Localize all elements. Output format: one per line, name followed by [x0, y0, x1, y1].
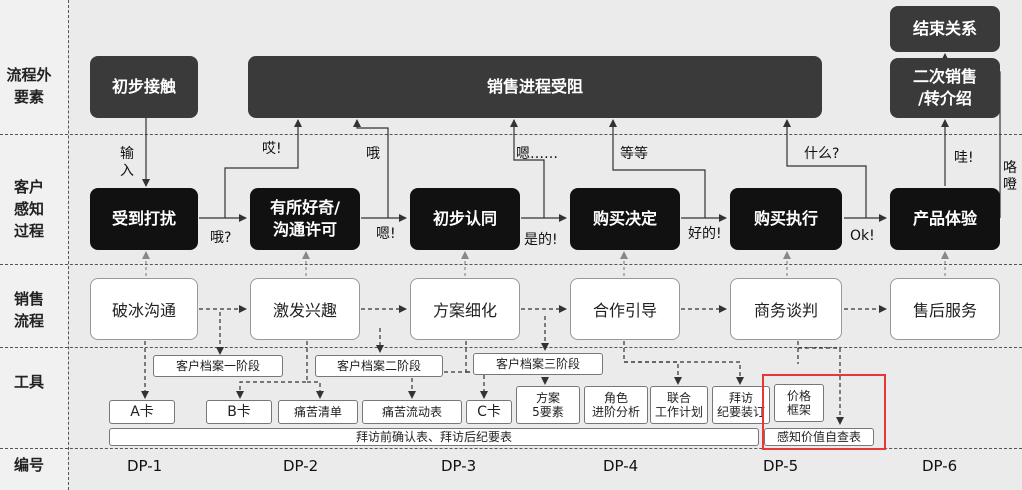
sales-aftersales-box: 售后服务	[890, 278, 1000, 340]
response-ai: 哎!	[262, 141, 282, 157]
response-hao-de: 好的!	[688, 226, 722, 242]
lane-divider-2	[0, 264, 1022, 265]
tool-card-c: C卡	[466, 400, 512, 424]
code-dp-2: DP-2	[283, 457, 319, 475]
response-en-dots: 嗯……	[516, 146, 558, 162]
sales-icebreak-box: 破冰沟通	[90, 278, 198, 340]
tool-role-analysis: 角色 进阶分析	[584, 386, 648, 424]
response-shen-me: 什么?	[804, 146, 840, 162]
first-contact-box: 初步接触	[90, 56, 198, 118]
lane-divider-1	[0, 134, 1022, 135]
response-deng-deng: 等等	[620, 146, 648, 162]
tool-price-framework: 价格 框架	[774, 384, 824, 422]
code-dp-1: DP-1	[127, 457, 163, 475]
response-o: 哦	[366, 146, 380, 162]
highlight-frame	[762, 374, 886, 450]
sales-refine-box: 方案细化	[410, 278, 520, 340]
response-en: 嗯!	[376, 226, 396, 242]
code-dp-4: DP-4	[603, 457, 639, 475]
tool-pain-list: 痛苦清单	[278, 400, 358, 424]
lane-label-sales: 销售 流程	[13, 290, 44, 330]
resale-referral-box: 二次销售 /转介绍	[890, 58, 1000, 118]
sales-blocked-box: 销售进程受阻	[248, 56, 822, 118]
tool-visit-confirm-forms: 拜访前确认表、拜访后纪要表	[109, 428, 759, 446]
sales-interest-box: 激发兴趣	[250, 278, 360, 340]
perception-curious-box: 有所好奇/ 沟通许可	[250, 188, 360, 250]
response-shi-de: 是的!	[524, 232, 558, 248]
tool-pain-flow: 痛苦流动表	[362, 400, 462, 424]
lane-label-tools: 工具	[13, 373, 44, 391]
perception-execute-box: 购买执行	[730, 188, 842, 250]
response-ge-deng: 咯 噔	[1003, 160, 1017, 193]
tool-card-a: A卡	[109, 400, 175, 424]
response-o-question: 哦?	[210, 230, 232, 246]
perception-experience-box: 产品体验	[890, 188, 1000, 250]
perception-disturbed-box: 受到打扰	[90, 188, 198, 250]
perception-recognize-box: 初步认同	[410, 188, 520, 250]
tool-visit-summary: 拜访 纪要装订	[712, 386, 770, 424]
label-column-divider	[68, 0, 69, 490]
lane-label-external: 流程外 要素	[6, 66, 52, 106]
tool-plan-5-elements: 方案 5要素	[516, 386, 580, 424]
tool-profile-stage2: 客户档案二阶段	[315, 355, 443, 377]
lane-divider-4	[0, 448, 1022, 449]
code-dp-3: DP-3	[441, 457, 477, 475]
tool-profile-stage1: 客户档案一阶段	[153, 355, 283, 377]
tool-value-selfcheck: 感知价值自查表	[764, 428, 874, 446]
tool-profile-stage3: 客户档案三阶段	[473, 353, 603, 375]
response-ok: Ok!	[850, 228, 875, 244]
code-dp-6: DP-6	[922, 457, 958, 475]
response-input: 输 入	[120, 146, 134, 179]
lane-label-column	[0, 0, 68, 490]
lane-divider-3	[0, 347, 1022, 348]
lane-label-perception: 客户 感知 过程	[13, 178, 44, 240]
response-wa: 哇!	[954, 150, 974, 166]
end-relation-box: 结束关系	[890, 6, 1000, 52]
lane-label-code: 编号	[13, 456, 44, 474]
sales-guide-box: 合作引导	[570, 278, 680, 340]
tool-joint-work-plan: 联合 工作计划	[650, 386, 708, 424]
sales-negotiate-box: 商务谈判	[730, 278, 842, 340]
code-dp-5: DP-5	[763, 457, 799, 475]
perception-decide-box: 购买决定	[570, 188, 680, 250]
tool-card-b: B卡	[206, 400, 272, 424]
